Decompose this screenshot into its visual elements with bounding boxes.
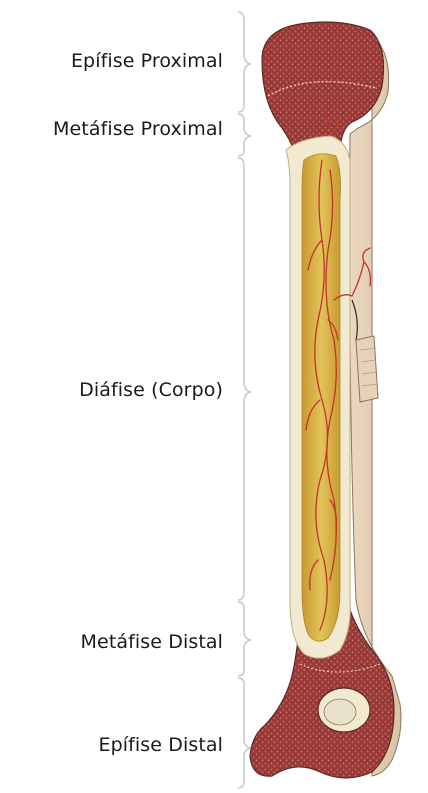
periosteum-flap bbox=[356, 336, 378, 402]
section-brackets bbox=[238, 12, 250, 788]
bracket-diafise bbox=[238, 158, 250, 600]
bracket-metafise-proximal bbox=[238, 114, 250, 156]
distal-cavity bbox=[324, 699, 356, 725]
bracket-metafise-distal bbox=[238, 602, 250, 676]
bracket-epifise-proximal bbox=[238, 12, 250, 112]
bracket-epifise-distal bbox=[238, 678, 250, 788]
